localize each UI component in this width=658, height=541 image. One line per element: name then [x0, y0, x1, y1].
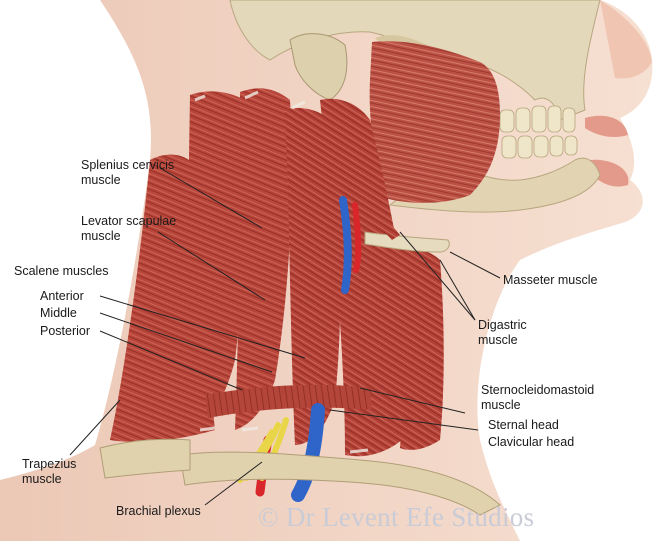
label-brachial-plexus: Brachial plexus [116, 504, 201, 518]
jugular-vein [291, 403, 325, 502]
nose-shape [600, 0, 652, 79]
label-scalene-muscles: Scalene muscles [14, 264, 109, 278]
levator-scapulae-art [235, 88, 292, 431]
label-sternal-head: Sternal head [488, 418, 559, 432]
acromion-bone [99, 438, 191, 479]
digastric-art [322, 130, 400, 240]
sternocleidomastoid-art [320, 98, 420, 457]
upper-artery [352, 202, 362, 273]
hyoid-bone [364, 231, 450, 253]
tendons [194, 90, 369, 454]
label-middle: Middle [40, 306, 77, 320]
leader-lines [69, 167, 501, 506]
teeth [499, 105, 578, 159]
clavicle-bone [179, 451, 501, 516]
label-posterior: Posterior [40, 324, 91, 338]
copyright-watermark: © Dr Levent Efe Studios [258, 502, 535, 532]
scalene-muscles-art [285, 108, 341, 445]
masseter-muscle-art [369, 41, 500, 203]
lower-lip [590, 159, 629, 187]
omohyoid-band-art [205, 384, 372, 418]
label-anterior: Anterior [40, 289, 84, 303]
label-masseter: Masseter muscle [503, 273, 598, 287]
upper-vein [339, 196, 352, 294]
trapezius-art [110, 154, 215, 442]
label-clavicular-head: Clavicular head [488, 435, 575, 449]
upper-lip [585, 115, 628, 138]
mastoid-bone [289, 33, 348, 101]
digastric-lower-art [390, 248, 444, 450]
